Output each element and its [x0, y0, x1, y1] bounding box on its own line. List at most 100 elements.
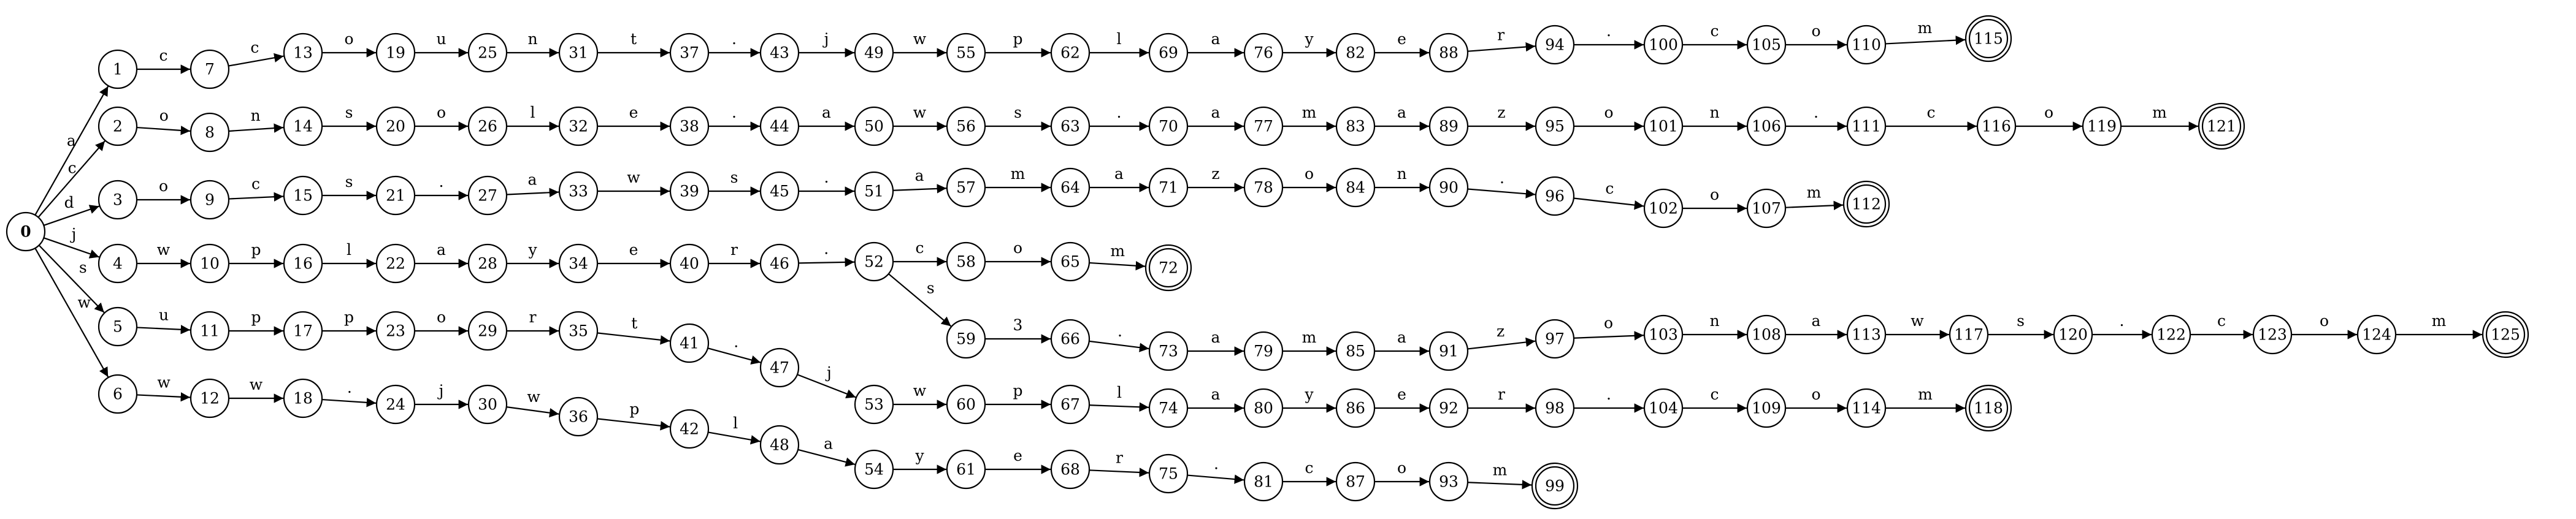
edge-label: a	[437, 241, 446, 259]
state-circle	[1846, 314, 1887, 355]
state-circle	[669, 323, 710, 363]
state-120: 120	[2053, 314, 2093, 355]
state-label: 54	[864, 461, 884, 479]
state-label: 72	[1159, 259, 1178, 277]
edge-label: .	[1214, 455, 1219, 473]
state-87: 87	[1335, 461, 1376, 502]
state-circle	[1148, 248, 1189, 288]
edge-28-34: y	[507, 241, 559, 268]
state-label: 60	[956, 396, 976, 414]
edge-22-28: a	[415, 241, 468, 268]
state-circle	[558, 171, 599, 211]
edge-label: s	[927, 279, 935, 297]
edge-line	[892, 184, 947, 194]
state-label: 113	[1852, 326, 1881, 344]
edge-87-93: o	[1374, 459, 1429, 487]
state-circle	[1335, 461, 1376, 502]
edge-label: s	[2017, 312, 2025, 330]
edge-9-15: c	[228, 175, 284, 202]
state-94: 94	[1535, 25, 1575, 65]
state-6: 6	[98, 374, 138, 414]
state-label: 77	[1254, 118, 1273, 135]
state-label: 6	[113, 385, 123, 403]
state-label: 91	[1439, 343, 1459, 360]
accept-state-112: 112	[1842, 180, 1890, 228]
state-label: 110	[1852, 36, 1881, 54]
edge-line	[1089, 260, 1146, 271]
state-32: 32	[558, 106, 599, 146]
edge-69-76: a	[1187, 30, 1244, 58]
edge-14-20: s	[322, 104, 376, 131]
state-36: 36	[558, 396, 599, 437]
state-circle	[283, 106, 323, 146]
edge-line	[34, 248, 109, 377]
state-label: 13	[293, 44, 313, 62]
edge-59-66: 3	[985, 316, 1051, 344]
edge-label: o	[1604, 314, 1613, 332]
edge-46-52: .	[798, 240, 855, 267]
state-circle	[283, 175, 323, 216]
edge-label: c	[915, 239, 924, 257]
state-15: 15	[283, 175, 323, 216]
edge-label: s	[345, 173, 353, 191]
edge-30-36: w	[506, 388, 559, 418]
edge-label: w	[77, 294, 91, 311]
state-93: 93	[1428, 461, 1469, 502]
state-circle	[98, 106, 138, 146]
state-label: 56	[956, 118, 976, 135]
edge-label: t	[631, 30, 637, 48]
state-label: 42	[680, 420, 699, 438]
edge-label: o	[1710, 186, 1719, 203]
edge-line	[1187, 474, 1244, 484]
state-circle	[1846, 184, 1887, 224]
edge-67-74: l	[1089, 384, 1149, 412]
state-70: 70	[1148, 106, 1189, 146]
state-86: 86	[1335, 388, 1376, 428]
edge-label: m	[2432, 312, 2447, 330]
edge-line	[707, 347, 761, 365]
state-67: 67	[1050, 384, 1091, 425]
state-label: 114	[1852, 400, 1881, 417]
state-82: 82	[1335, 32, 1376, 73]
state-label: 24	[386, 396, 405, 414]
state-label: 29	[478, 322, 497, 340]
edge-122-123: c	[2190, 312, 2253, 339]
state-label: 83	[1346, 118, 1365, 135]
edge-label: .	[1606, 22, 1611, 40]
state-label: 102	[1649, 200, 1678, 218]
state-label: 44	[770, 118, 789, 135]
state-55: 55	[946, 32, 986, 73]
edge-label: .	[439, 173, 444, 191]
state-label: 3	[113, 191, 123, 209]
edge-103-108: n	[1682, 312, 1747, 339]
state-50: 50	[854, 106, 894, 146]
edge-label: p	[251, 308, 261, 326]
state-circle	[759, 347, 800, 388]
state-circle	[946, 241, 986, 282]
state-circle	[190, 378, 230, 419]
state-label: 92	[1439, 400, 1459, 417]
edge-0-2: c	[37, 140, 105, 218]
edge-label: .	[824, 240, 829, 258]
edge-47-53: j	[797, 364, 856, 398]
state-label: 20	[386, 118, 405, 135]
state-119: 119	[2082, 106, 2122, 146]
edge-93-99: m	[1467, 461, 1532, 490]
state-circle	[467, 175, 508, 216]
accept-state-115: 115	[1965, 15, 2012, 63]
state-89: 89	[1428, 106, 1469, 146]
state-circle	[1846, 25, 1887, 65]
edge-101-106: n	[1682, 104, 1747, 131]
edge-84-90: n	[1374, 165, 1429, 192]
state-7: 7	[190, 49, 230, 89]
state-circle	[1643, 314, 1684, 355]
state-23: 23	[375, 311, 416, 351]
state-label: 73	[1159, 343, 1178, 360]
state-circle	[1243, 167, 1284, 208]
edge-label: w	[913, 30, 927, 48]
edge-4-10: w	[137, 241, 190, 268]
state-42: 42	[669, 409, 710, 449]
state-label: 18	[293, 390, 313, 407]
edge-label: m	[1918, 19, 1933, 37]
state-107: 107	[1746, 188, 1787, 229]
